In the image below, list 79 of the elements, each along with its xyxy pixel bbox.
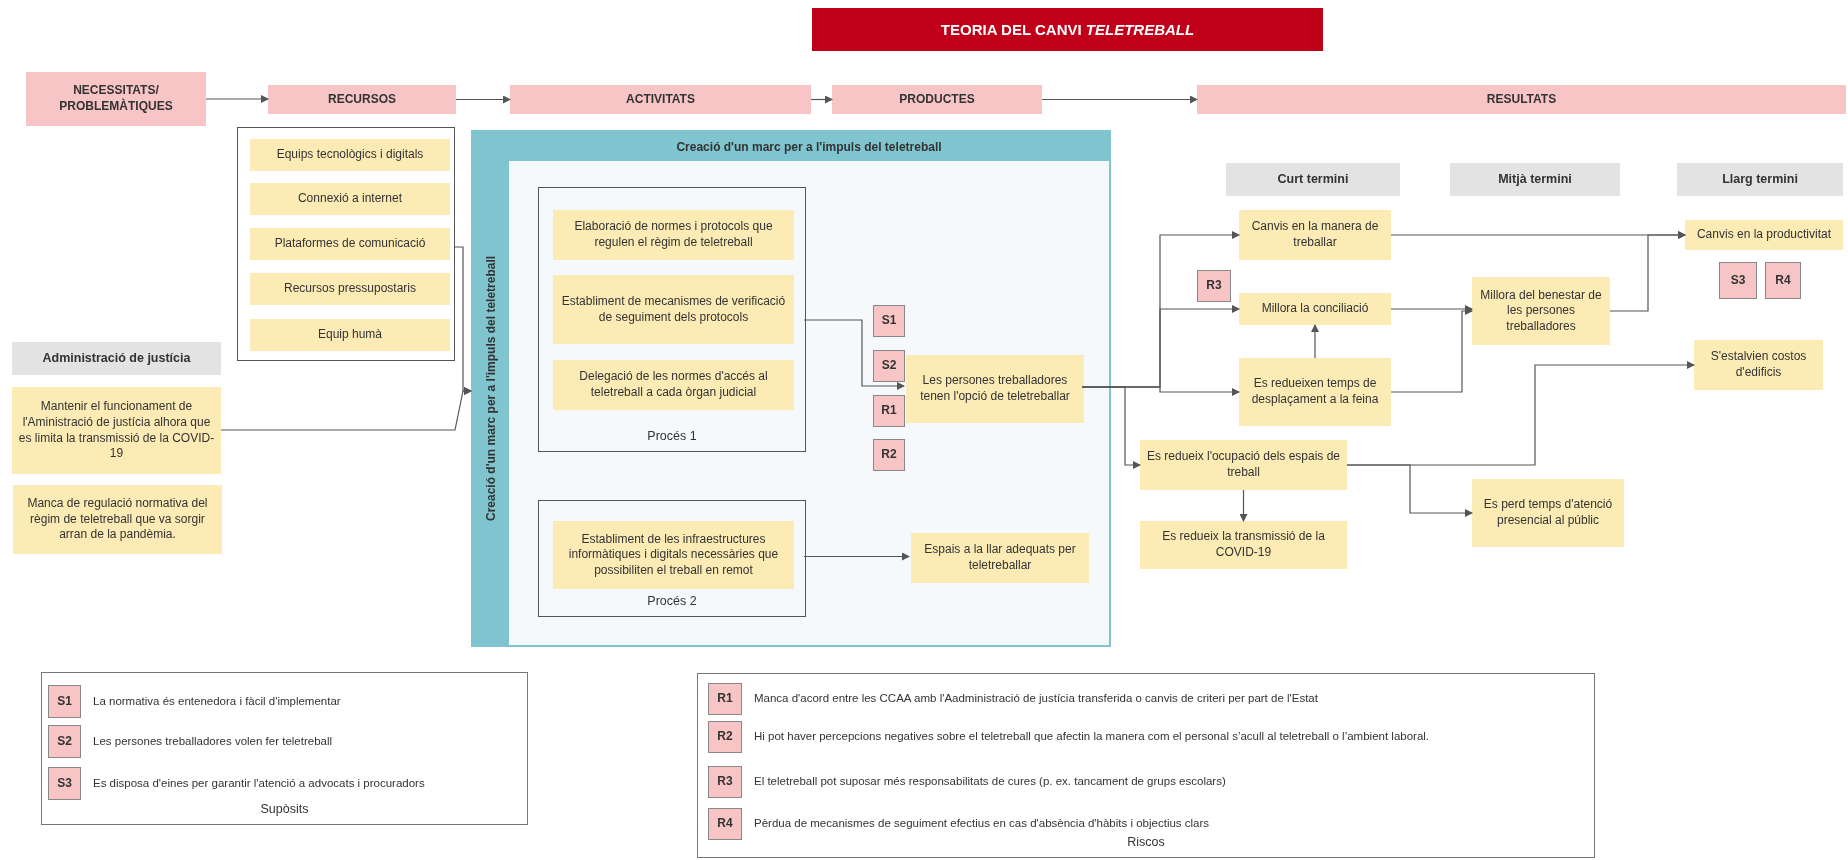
arrow: [1609, 231, 1686, 312]
key-text: Manca d'acord entre les CCAA amb l'Aadministració de justícia transferida o canvis de criteri per part de l'Estat: [754, 692, 1318, 706]
text-box: Es redueix l'ocupació dels espais de treball: [1140, 440, 1347, 490]
text-box: Es redueixen temps de desplaçament a la feina: [1239, 358, 1391, 426]
code-tag: R1: [873, 395, 905, 427]
text-box: Canvis en la manera de treballar: [1239, 210, 1391, 260]
text-box: Plataformes de comunicació: [250, 228, 450, 260]
code-tag: R3: [1197, 270, 1231, 302]
process-box: [538, 187, 806, 452]
resources-panel: [237, 127, 455, 361]
box-caption: Supòsits: [259, 802, 310, 816]
text-box: Manca de regulació normativa del règim de teletreball que va sorgir arran de la pandèmia.: [13, 485, 222, 554]
code-tag: S3: [1719, 262, 1757, 299]
stage-header: RECURSOS: [268, 85, 456, 114]
arrow: [1239, 489, 1248, 522]
text-box: Es redueix la transmissió de la COVID-19: [1140, 521, 1347, 569]
code-tag: R4: [1765, 262, 1801, 299]
box-caption: Procés 1: [646, 429, 698, 443]
key-panel: [697, 673, 1595, 858]
key-text: Es disposa d'eines per garantir l'atenció a advocats i procuradors: [93, 776, 425, 791]
arrow: [803, 319, 905, 390]
column-header: Administració de justícia: [12, 342, 221, 375]
stage-header: ACTIVITATS: [510, 85, 811, 114]
frame-sidebar: Creació d'un marc per a l'impuls del teletreball: [473, 132, 509, 645]
text-box: Millora del benestar de les persones treballadores: [1472, 277, 1610, 345]
text-box: Equips tecnològics i digitals: [250, 139, 450, 171]
text-box: Es perd temps d'atenció presencial al públic: [1472, 479, 1624, 547]
text-box: Equip humà: [250, 319, 450, 351]
key-text: Hi pot haver percepcions negatives sobre el teletreball que afectin la manera com el personal s’acull al teletreball o l’ambient laboral.: [754, 730, 1430, 744]
text-box: Millora la conciliació: [1239, 293, 1391, 325]
key-text: La normativa és entenedora i fàcil d'implementar: [93, 694, 341, 709]
text-box: Delegació de les normes d'accés al teletreball a cada òrgan judicial: [553, 360, 794, 410]
arrow: [1041, 95, 1198, 104]
column-header: Mitjà termini: [1450, 163, 1620, 196]
text-box: Canvis en la productivitat: [1685, 220, 1843, 250]
process-box: [538, 500, 806, 617]
key-panel: [41, 672, 528, 825]
arrow: [803, 552, 910, 561]
text-box: Recursos pressupostaris: [250, 273, 450, 305]
arrow: [455, 95, 511, 104]
column-header: Curt termini: [1226, 163, 1400, 196]
arrow: [1311, 324, 1319, 359]
text-box: Elaboració de normes i protocols que regulen el règim de teletreball: [553, 210, 794, 260]
code-tag: R2: [708, 721, 742, 753]
arrow: [205, 95, 269, 103]
arrow: [1390, 307, 1473, 393]
code-tag: R1: [708, 683, 742, 715]
arrow: [810, 95, 833, 104]
column-header: Llarg termini: [1677, 163, 1843, 196]
framework-panel: [471, 130, 1111, 647]
box-caption: Procés 2: [646, 594, 698, 608]
key-text: Pèrdua de mecanismes de seguiment efectius en cas d'absència d'hàbits i objectius clars: [754, 817, 1210, 831]
code-tag: R4: [708, 808, 742, 840]
stage-header: NECESSITATS/ PROBLEMÀTIQUES: [26, 72, 206, 126]
code-tag: S1: [48, 685, 81, 718]
text-box: S'estalvien costos d'edificis: [1694, 340, 1823, 390]
stage-header: RESULTATS: [1197, 85, 1846, 114]
key-text: El teletreball pot suposar més responsabilitats de cures (p. ex. tancament de grups escolars): [754, 775, 1226, 789]
arrow: [1346, 464, 1473, 517]
text-box: Connexió a internet: [250, 183, 450, 215]
arrow: [1081, 386, 1141, 469]
text-box: Establiment de les infraestructures informàtiques i digitals necessàries que possibiliten el treball en remot: [553, 521, 794, 589]
box-caption: Riscos: [1126, 835, 1166, 849]
frame-header: Creació d'un marc per a l'impuls del teletreball: [509, 132, 1109, 161]
text-box: Les persones treballadores tenen l'opció de teletreballar: [906, 355, 1084, 423]
code-tag: R3: [708, 766, 742, 798]
text-box: Espais a la llar adequats per teletreballar: [911, 533, 1089, 583]
key-text: Les persones treballadores volen fer teletreball: [93, 734, 333, 749]
code-tag: R2: [873, 439, 905, 471]
code-tag: S2: [873, 350, 905, 382]
code-tag: S3: [48, 767, 81, 800]
code-tag: S1: [873, 305, 905, 337]
stage-header: PRODUCTES: [832, 85, 1042, 114]
arrow: [1390, 305, 1473, 313]
text-box: Establiment de mecanismes de verificació de seguiment dels protocols: [553, 275, 794, 344]
text-box: Mantenir el funcionament de l'Aministració de justícia alhora que es limita la transmissió de la COVID-19: [12, 387, 221, 474]
arrow: [220, 387, 472, 431]
code-tag: S2: [48, 725, 81, 758]
title-banner: TEORIA DEL CANVI TELETREBALL: [812, 8, 1323, 51]
